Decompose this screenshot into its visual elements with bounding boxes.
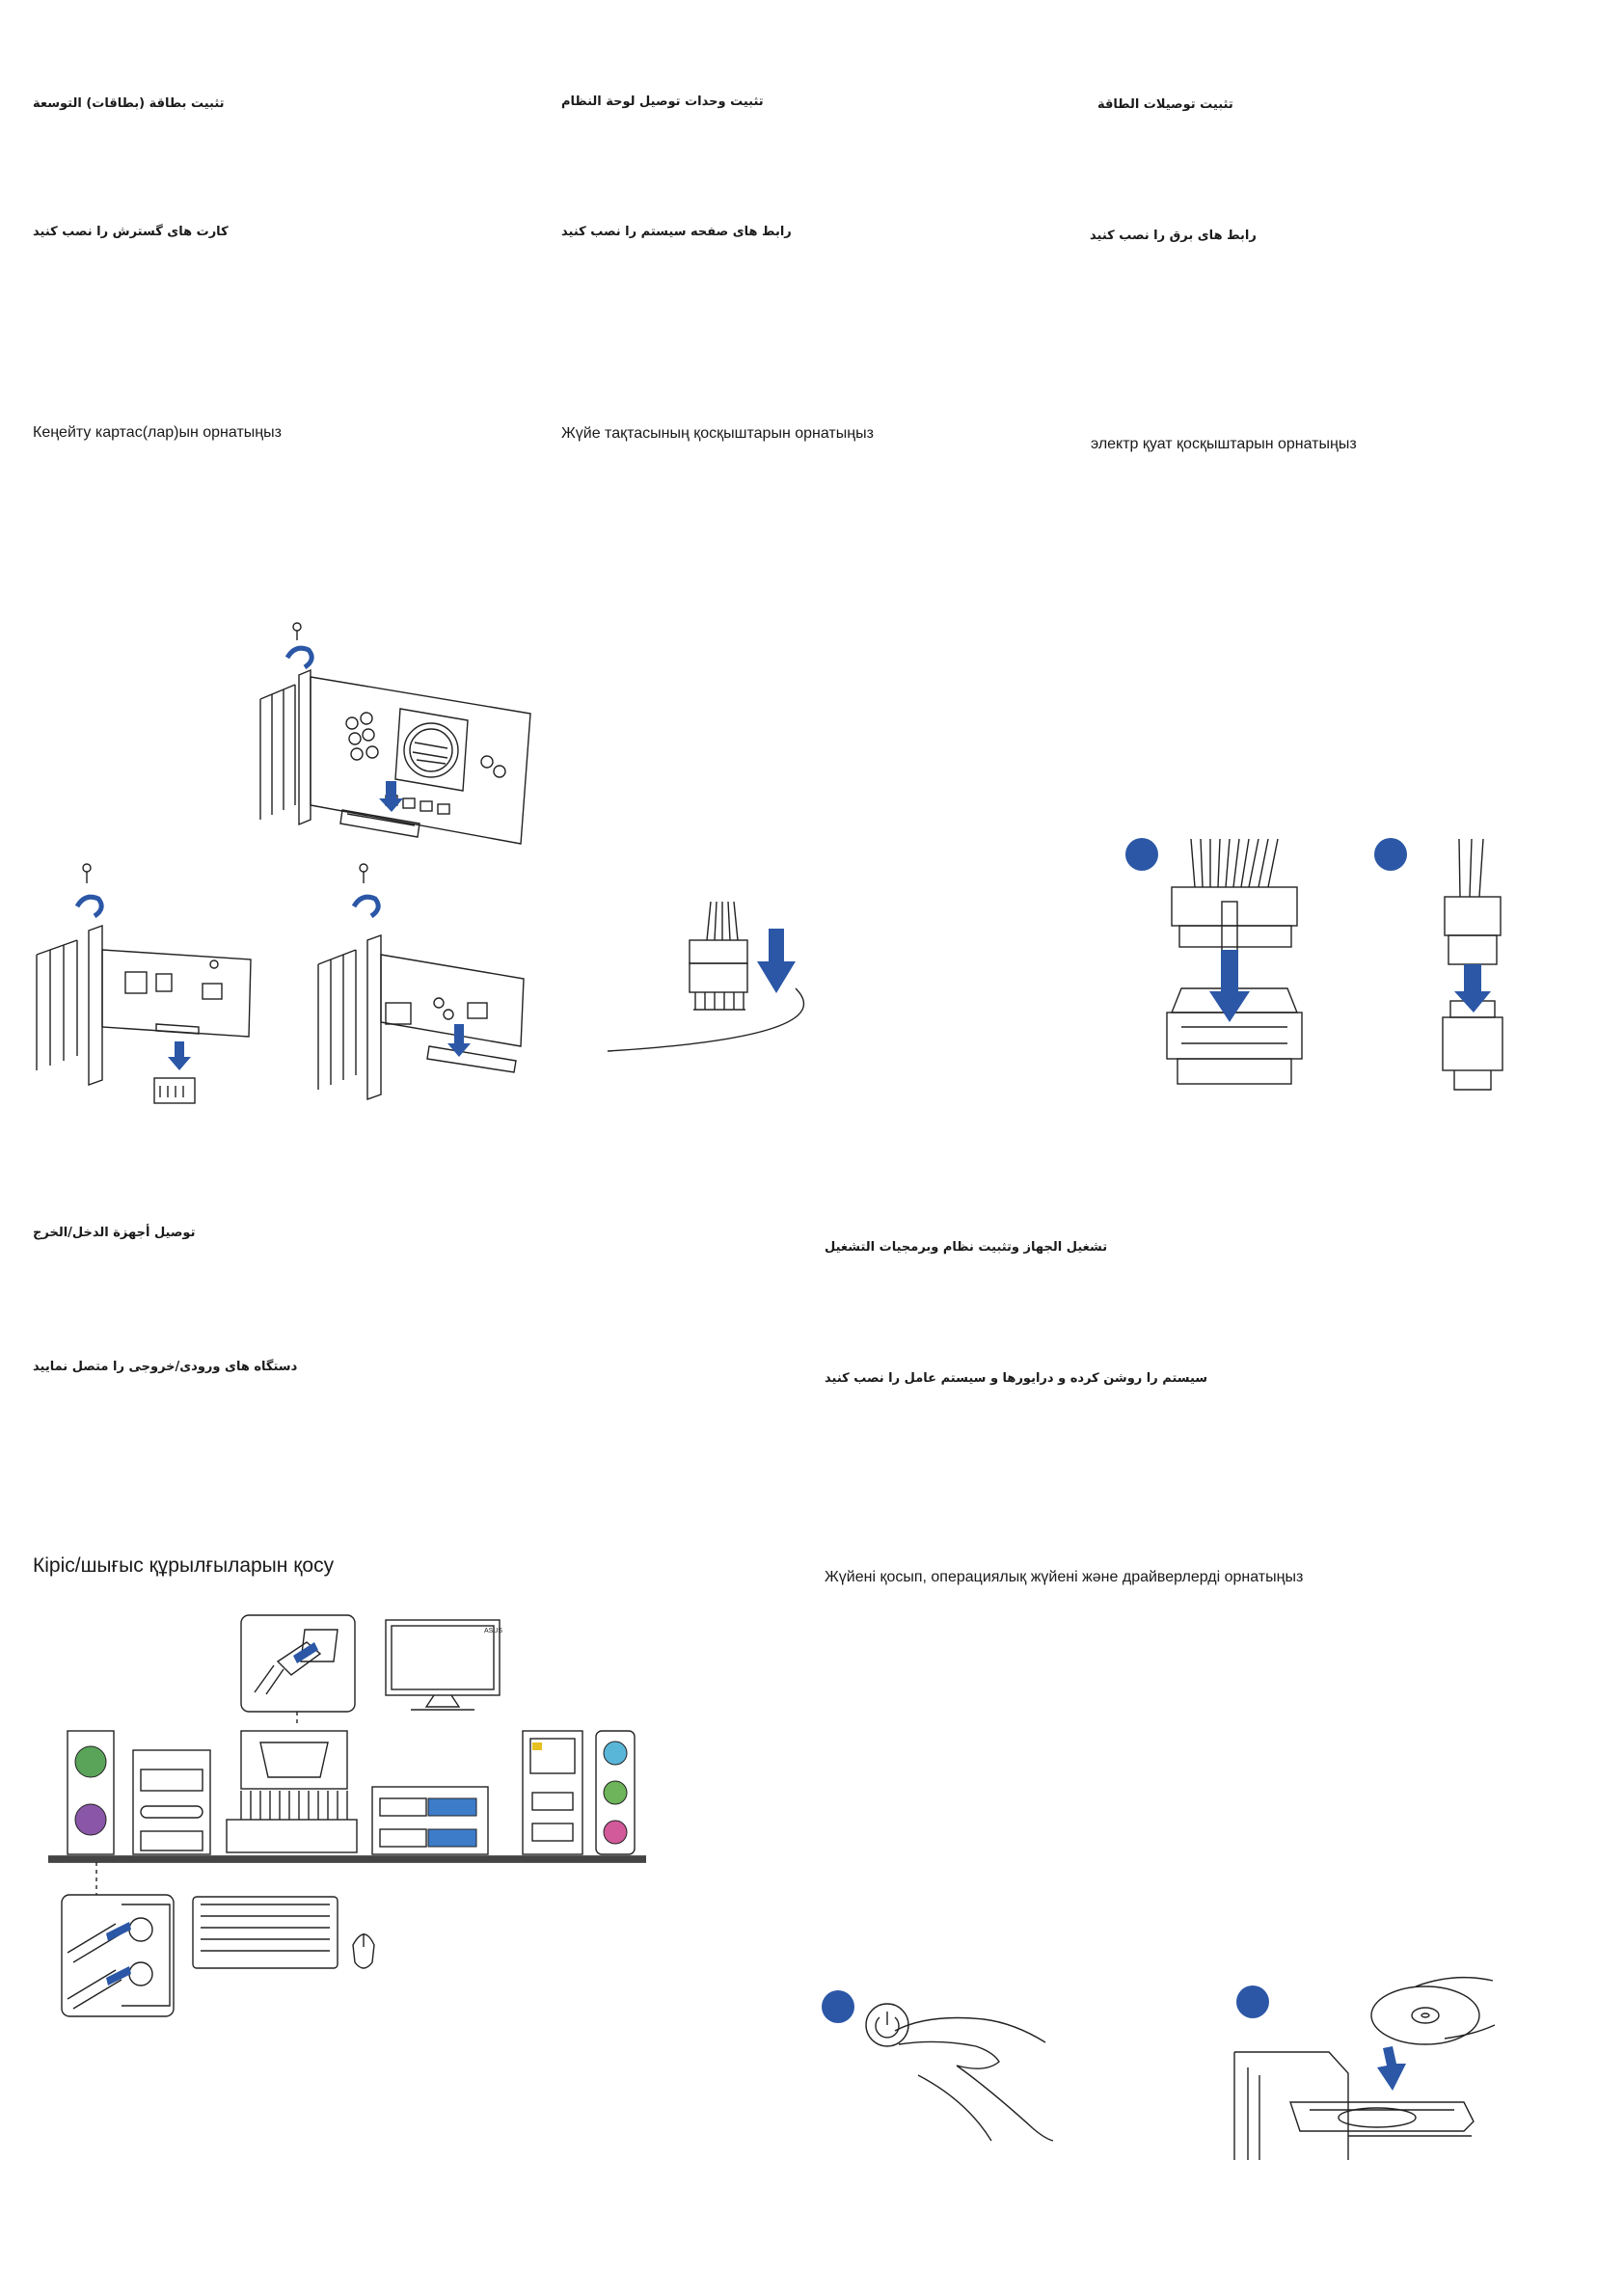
- power-step-badge-2: [1374, 838, 1407, 871]
- expansion-card-medium-illustration: [317, 863, 525, 1100]
- expansion-card-small-illustration: [36, 863, 252, 1104]
- io-title-kk: Кіріс/шығыс құрылғыларын қосу: [33, 1554, 335, 1577]
- expansion-title-kk: Кеңейту картас(лар)ын орнатыңыз: [33, 424, 282, 441]
- expansion-title-ar: تثبيت بطاقة (بطاقات) التوسعة: [33, 96, 225, 111]
- headers-title-kk: Жүйе тақтасының қосқыштарын орнатыңыз: [561, 425, 874, 442]
- power-title-fa: رابط های برق را نصب کنید: [1090, 229, 1257, 243]
- eps-power-illustration: [1374, 838, 1503, 1091]
- poweron-step-badge-1: [822, 1990, 854, 2023]
- io-title-fa: دستگاه های ورودی/خروجی را متصل نمایید: [33, 1360, 298, 1374]
- panel-header-illustration: [607, 901, 805, 1052]
- poweron-step-badge-2: [1236, 1985, 1269, 2018]
- io-title-ar: توصيل أجهزة الدخل/الخرج: [33, 1226, 196, 1240]
- expansion-card-large-illustration: [259, 622, 531, 845]
- power-title-ar: تثبيت توصيلات الطاقة: [1097, 97, 1233, 112]
- atx-power-illustration: [1125, 838, 1303, 1085]
- expansion-title-fa: کارت های گسترش را نصب کنید: [33, 225, 229, 239]
- install-disc-illustration: [1233, 1976, 1496, 2160]
- power-title-kk: электр қуат қосқыштарын орнатыңыз: [1091, 436, 1357, 452]
- power-step-badge-1: [1125, 838, 1158, 871]
- poweron-title-fa: سیستم را روشن کرده و درایورها و سیستم عا…: [825, 1371, 1208, 1386]
- headers-title-fa: رابط های صفحه سیستم را نصب کنید: [561, 225, 792, 239]
- monitor-brand-label: ASUS: [484, 1628, 502, 1634]
- poweron-title-kk: Жүйені қосып, операциялық жүйені және др…: [825, 1569, 1304, 1585]
- poweron-title-ar: تشغيل الجهاز وتثبيت نظام وبرمجيات التشغي…: [825, 1240, 1108, 1255]
- power-button-illustration: [822, 1990, 1054, 2142]
- io-panel-illustration: ASUS: [48, 1614, 646, 2017]
- headers-title-ar: تثبيت وحدات توصيل لوحة النظام: [561, 95, 764, 109]
